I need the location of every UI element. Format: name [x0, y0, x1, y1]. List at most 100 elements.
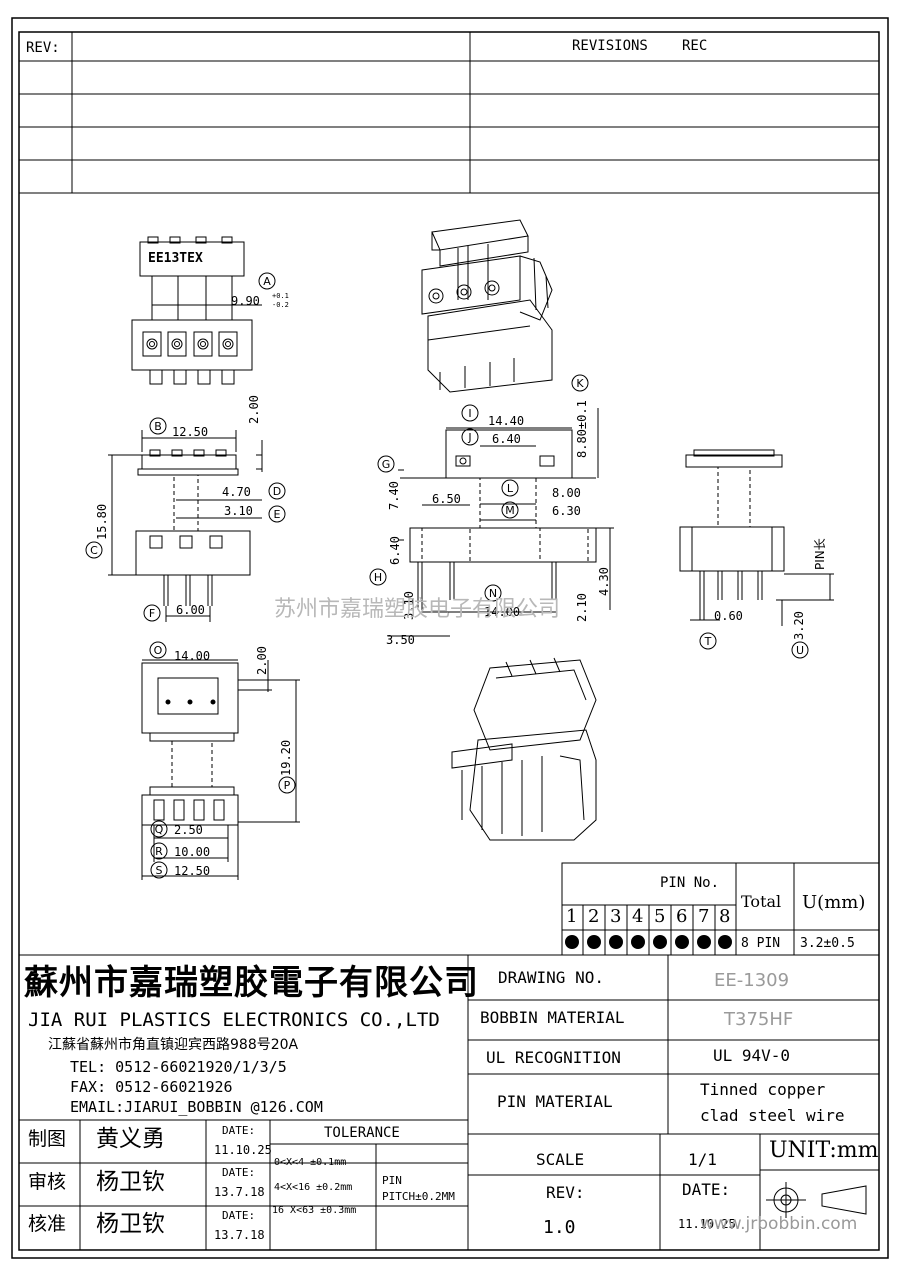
outer-border	[11, 17, 889, 1259]
dim-m: 6.30	[552, 504, 581, 518]
pin-number: 4	[632, 906, 644, 927]
callout-s: S	[155, 864, 163, 877]
approval-role: 核准	[28, 1213, 67, 1235]
pin-material-value-1: Tinned copper	[700, 1080, 826, 1099]
company-name-en: JIA RUI PLASTICS ELECTRONICS CO.,LTD	[28, 1009, 440, 1031]
pin-table-header: PIN No.	[660, 875, 720, 891]
dim-g: 7.40	[387, 481, 401, 510]
callout-f-circle	[143, 604, 161, 622]
callout-u: U	[795, 644, 805, 657]
callout-t: T	[704, 635, 712, 648]
dim-p: 19.20	[279, 739, 293, 776]
callout-t-circle	[699, 632, 717, 650]
drawing-no-label: DRAWING NO.	[498, 968, 604, 987]
approval-date-label: DATE:	[222, 1166, 256, 1179]
rev-field-label: REV:	[546, 1183, 585, 1202]
callout-m: M	[505, 504, 515, 517]
dim-l: 8.00	[552, 486, 581, 500]
total-value: 8 PIN	[741, 936, 781, 951]
callout-a-circle	[258, 272, 276, 290]
callout-c: C	[90, 544, 98, 557]
pin-material-value-2: clad steel wire	[700, 1106, 845, 1125]
date-field-value: 11.10.25	[678, 1217, 736, 1231]
pin-length-label: PIN长	[813, 538, 827, 570]
dim-right-4-30: 4.30	[597, 567, 611, 596]
callout-l: L	[506, 482, 514, 495]
approval-role: 审核	[28, 1171, 67, 1193]
view-front-top	[131, 236, 262, 385]
callout-d: D	[272, 485, 282, 498]
dim-n: 14.00	[484, 605, 521, 619]
dim-d: 4.70	[222, 485, 251, 499]
callout-e: E	[273, 508, 281, 521]
dim-o: 14.00	[174, 649, 211, 663]
dim-left-3-50: 3.50	[386, 633, 415, 647]
callout-k-circle	[571, 374, 589, 392]
ul-value: UL 94V-0	[713, 1046, 791, 1065]
company-name-cn: 蘇州市嘉瑞塑胶電子有限公司	[24, 963, 479, 1003]
callout-p-circle	[278, 776, 296, 794]
dim-a-tol-plus: +0.1	[272, 292, 289, 300]
callout-s-circle	[150, 861, 168, 879]
callout-k: K	[576, 377, 584, 390]
company-address: 江蘇省蘇州市角直镇迎宾西路988号20A	[48, 1037, 299, 1053]
dim-j: 6.40	[492, 432, 521, 446]
approval-name: 杨卫钦	[96, 1169, 165, 1195]
u-value: 3.2±0.5	[800, 936, 855, 951]
approval-role: 制图	[28, 1128, 67, 1150]
callout-h: H	[373, 571, 383, 584]
callout-i: I	[468, 407, 472, 420]
rev-value: 1.0	[543, 1217, 576, 1238]
title-block-grid	[19, 954, 879, 1250]
callout-u-circle	[791, 641, 809, 659]
dim-i: 14.40	[488, 414, 525, 428]
pin-number: 1	[566, 906, 578, 927]
callout-m-circle	[501, 501, 519, 519]
bobbin-material-value: T375HF	[724, 1009, 794, 1030]
approval-date: 13.7.18	[214, 1185, 265, 1199]
callout-q-circle	[150, 820, 168, 838]
pin-dots	[565, 935, 732, 949]
dim-b: 12.50	[172, 425, 209, 439]
unit-label: UNIT:mm	[769, 1138, 879, 1163]
dim-e: 3.10	[224, 504, 253, 518]
dim-h: 6.40	[388, 536, 402, 565]
dim-k: 8.80±0.1	[575, 400, 589, 458]
drawing-no-value: EE-1309	[714, 970, 790, 991]
callout-n: N	[488, 587, 498, 600]
pin-material-label: PIN MATERIAL	[497, 1092, 613, 1111]
callout-r: R	[155, 845, 163, 858]
dim-a-tol-minus: -0.2	[272, 301, 289, 309]
dim-u: 3.20	[792, 611, 806, 640]
view-isometric-bottom	[451, 657, 597, 841]
callout-h-circle	[369, 568, 387, 586]
dim-r: 10.00	[174, 845, 211, 859]
callout-o-circle	[149, 641, 167, 659]
tolerance-pin-label: PIN	[382, 1174, 402, 1187]
callout-b: B	[154, 420, 162, 433]
callout-b-circle	[149, 417, 167, 435]
approval-date: 11.10.25	[214, 1143, 272, 1157]
dim-f: 6.00	[176, 603, 205, 617]
callout-a: A	[263, 275, 271, 288]
revisions-label: REVISIONS	[572, 38, 648, 54]
view-side-left	[108, 430, 263, 622]
pin-number: 5	[654, 906, 666, 927]
tolerance-title: TOLERANCE	[324, 1125, 400, 1141]
callout-j-circle	[461, 428, 479, 446]
u-label: U(mm)	[802, 892, 866, 913]
callout-l-circle	[501, 479, 519, 497]
tolerance-row: 16 X<63 ±0.3mm	[272, 1205, 357, 1216]
pin-number: 3	[610, 906, 622, 927]
approval-date-label: DATE:	[222, 1124, 256, 1137]
dim-o-2-00: 2.00	[255, 646, 269, 675]
tolerance-row: 0<X<4 ±0.1mm	[274, 1157, 347, 1168]
rev-label: REV:	[26, 40, 60, 56]
dim-t: 0.60	[714, 609, 743, 623]
approval-date-label: DATE:	[222, 1209, 256, 1222]
tolerance-pin-pitch: PITCH±0.2MM	[382, 1190, 455, 1203]
callout-n-circle	[484, 584, 502, 602]
watermark: 苏州市嘉瑞塑胶电子有限公司	[274, 597, 561, 622]
pin-number: 6	[676, 906, 688, 927]
